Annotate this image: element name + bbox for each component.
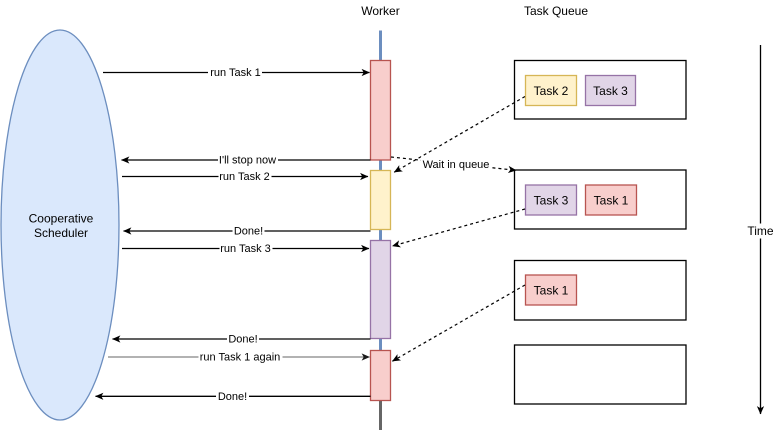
svg-text:Time: Time [747,224,773,238]
svg-text:I'll stop now: I'll stop now [219,155,276,167]
svg-text:Task 3: Task 3 [534,194,569,208]
svg-text:run Task 1: run Task 1 [210,67,261,79]
svg-text:Wait in queue: Wait in queue [423,159,490,171]
svg-text:Task 1: Task 1 [594,194,629,208]
svg-text:Done!: Done! [228,334,257,346]
svg-text:Task 3: Task 3 [593,84,628,98]
svg-text:Worker: Worker [361,4,399,18]
svg-text:Task Queue: Task Queue [524,4,588,18]
svg-text:Done!: Done! [234,226,263,238]
svg-text:run Task 2: run Task 2 [219,171,270,183]
svg-text:run Task 1 again: run Task 1 again [200,352,281,364]
svg-text:Task 2: Task 2 [534,84,569,98]
svg-text:Task 1: Task 1 [534,284,569,298]
svg-text:Done!: Done! [218,391,247,403]
svg-text:run Task 3: run Task 3 [220,243,271,255]
svg-text:Cooperative: Cooperative [29,212,94,226]
svg-text:Scheduler: Scheduler [34,226,88,240]
